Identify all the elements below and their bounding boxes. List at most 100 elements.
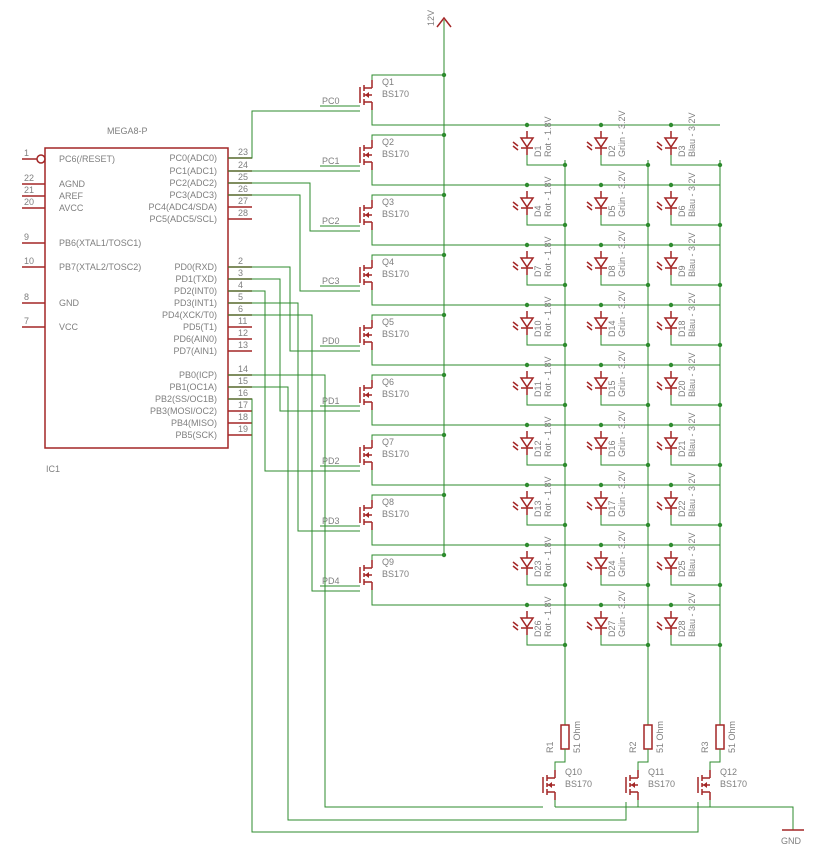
led-value: Rot - 1.8V <box>543 236 553 277</box>
resistor-value: 51 Ohm <box>727 721 737 753</box>
junction-dot <box>441 72 447 78</box>
ic-pin-number: 11 <box>238 316 247 326</box>
junction-dot <box>598 362 604 368</box>
led-triangle <box>663 377 679 389</box>
junction-dot <box>598 422 604 428</box>
ic-pin-number: 25 <box>238 172 248 182</box>
led-ray <box>656 325 663 331</box>
ic-pin-name: AVCC <box>59 203 84 213</box>
led-name: D3 <box>677 145 687 157</box>
junction-dot <box>668 482 674 488</box>
led-triangle <box>519 317 535 329</box>
ic-pin-number: 17 <box>238 400 248 410</box>
led-value: Rot - 1.8V <box>543 536 553 577</box>
ic-pin-name: PB3(MOSI/OC2) <box>150 406 217 416</box>
led-ray <box>656 145 663 151</box>
led-name: D7 <box>533 265 543 277</box>
route-pd3 <box>228 302 360 532</box>
fet-value: BS170 <box>382 389 409 399</box>
ic-pin-name: VCC <box>59 322 79 332</box>
led-triangle <box>663 197 679 209</box>
led-name: D16 <box>607 440 617 457</box>
led-ray <box>586 265 593 271</box>
ic-pin-name: PB7(XTAL2/TOSC2) <box>59 262 141 272</box>
ic-pin-name: PC4(ADC4/SDA) <box>148 202 217 212</box>
led-value: Grün - 3.2V <box>617 530 627 577</box>
led-triangle <box>593 257 609 269</box>
resistor-value: 51 Ohm <box>655 721 665 753</box>
fet-value: BS170 <box>382 209 409 219</box>
ic-pin-name: PD5(T1) <box>183 322 217 332</box>
fet-drain-wire <box>371 494 444 500</box>
led-col-wire <box>670 395 720 406</box>
led-triangle <box>519 137 535 149</box>
led-triangle <box>519 437 535 449</box>
fet-name: Q6 <box>382 377 394 387</box>
fet-name: Q2 <box>382 137 394 147</box>
ic-pin-name: PC6(/RESET) <box>59 154 115 164</box>
fet-arrow <box>365 272 369 278</box>
col-fet-drain-wire <box>554 758 566 770</box>
fet-arrow <box>631 782 635 788</box>
led-ray <box>586 205 593 211</box>
led-name: D21 <box>677 440 687 457</box>
led-ray <box>512 505 519 511</box>
led-value: Grün - 3.2V <box>617 110 627 157</box>
led-triangle <box>593 197 609 209</box>
row-wire <box>371 410 720 426</box>
ic-pin-name: PC1(ADC1) <box>169 166 217 176</box>
resistor-body <box>715 724 725 750</box>
ic-pin-number: 8 <box>24 292 29 302</box>
fet-name: Q5 <box>382 317 394 327</box>
led-col-wire <box>670 275 720 286</box>
fet-arrow <box>365 452 369 458</box>
fet-arrow <box>365 512 369 518</box>
junction-dot <box>668 542 674 548</box>
ic-pin-name: AGND <box>59 179 86 189</box>
led-value: Grün - 3.2V <box>617 470 627 517</box>
led-col-wire <box>526 335 565 346</box>
ic-pin-number: 13 <box>238 340 248 350</box>
led-ray <box>656 141 663 147</box>
net-label: PC3 <box>322 276 340 286</box>
led-triangle <box>519 557 535 569</box>
led-col-wire <box>670 155 720 166</box>
led-ray <box>586 445 593 451</box>
led-name: D6 <box>677 205 687 217</box>
junction-dot <box>524 482 530 488</box>
led-ray <box>656 621 663 627</box>
ic-pin-number: 9 <box>24 232 29 242</box>
fet-name: Q1 <box>382 77 394 87</box>
led-col-wire <box>600 275 648 286</box>
fet-name: Q12 <box>720 767 737 777</box>
led-triangle <box>593 497 609 509</box>
led-col-wire <box>600 635 648 646</box>
led-ray <box>512 261 519 267</box>
led-ray <box>586 321 593 327</box>
ic-pin-number: 21 <box>24 185 34 195</box>
led-ray <box>586 441 593 447</box>
net-label: PC0 <box>322 96 340 106</box>
led-ray <box>512 321 519 327</box>
led-ray <box>586 501 593 507</box>
resistor-body <box>643 724 653 750</box>
col-fet-drain-wire <box>637 758 649 770</box>
led-col-wire <box>526 395 565 406</box>
junction-dot <box>441 372 447 378</box>
junction-dot <box>441 252 447 258</box>
fet-arrow <box>365 332 369 338</box>
supply-label: 12V <box>426 10 436 26</box>
ic-pin-name: PC2(ADC2) <box>169 178 217 188</box>
route-pc2 <box>228 182 360 232</box>
row-wire <box>371 230 720 246</box>
row-wire <box>371 590 720 606</box>
led-name: D10 <box>533 320 543 337</box>
led-ray <box>656 205 663 211</box>
led-ray <box>656 445 663 451</box>
ic-pin-number: 2 <box>238 256 243 266</box>
led-ray <box>656 321 663 327</box>
ic-pin-number: 10 <box>24 256 34 266</box>
fet-value: BS170 <box>382 329 409 339</box>
led-name: D12 <box>533 440 543 457</box>
row-wire <box>371 350 720 366</box>
